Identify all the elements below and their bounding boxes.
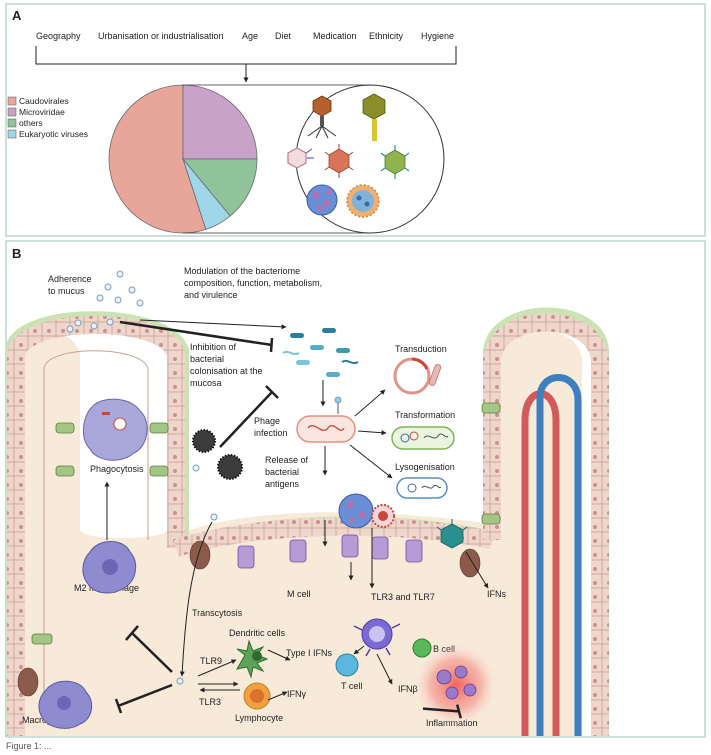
label-release-1: Release of [265,455,309,465]
label-modulation-2: composition, function, metabolism, [184,278,322,288]
dendritic-cell-icon [236,639,269,679]
vein [536,374,582,736]
label-dendritic-cells: Dendritic cells [229,628,286,638]
label-inhibition-4: mucosa [190,378,222,388]
adhering-phages-icon [66,270,144,333]
legend-swatch-eukaryotic [7,129,17,139]
t-cell-icon [335,653,359,677]
panel-a: A Geography Urbanisation or industrialis… [5,3,706,237]
label-phage-infection-1: Phage [254,416,280,426]
goblet-cells [31,402,501,645]
pie-slice-others [182,158,258,217]
tailed-phage-icon [307,95,337,139]
small-phage-icon [176,464,218,685]
lymphocyte-icon [243,682,271,710]
spiky-phage-icon [192,429,243,480]
label-type-i-ifns: Type I IFNs [286,648,333,658]
label-lymphocyte: Lymphocyte [235,713,283,723]
label-transformation: Transformation [395,410,455,420]
legend-swatch-others [7,118,17,128]
pie-slice-caudovirales [108,84,207,234]
m2-macrophage-icon [82,541,137,594]
label-tlr9: TLR9 [200,656,222,666]
virus-zoom-circle [287,84,445,234]
icosahedral-virus-icon [324,144,354,178]
legend-label-microviridae: Microviridae [19,107,65,117]
bacteria-cluster-icon [282,328,359,377]
figure-caption: Figure 1: ... [6,741,52,751]
label-tlr3-tlr7: TLR3 and TLR7 [371,592,435,602]
inflammation-cluster [414,643,498,727]
factor-labels: Geography Urbanisation or industrialisat… [36,31,454,41]
label-release-2: bacterial [265,467,299,477]
label-phage-infection-2: infection [254,428,288,438]
microviridae-icon [287,147,314,169]
label-inhibition-3: colonisation at the [190,366,263,376]
inhibition-lines [114,320,462,719]
dendritic-cell-pdc-icon [353,618,401,657]
label-ifn-beta: IFNβ [398,684,418,694]
factor-urbanisation: Urbanisation or industrialisation [98,31,224,41]
teal-virus-icon [436,519,468,549]
pie-legend: Caudovirales Microviridae others Eukaryo… [7,96,88,139]
blue-virus-icon [338,493,374,529]
panel-a-letter: A [12,8,22,23]
legend-label-others: others [19,118,43,128]
label-inhibition-1: Inhibition of [190,342,237,352]
infected-bacterium-icon [296,396,356,443]
transformation-icon [391,426,455,450]
label-modulation-1: Modulation of the bacteriome [184,266,300,276]
label-release-3: antigens [265,479,300,489]
label-m-cell: M cell [287,589,311,599]
green-virus-icon [380,145,410,179]
label-phagocytosis: Phagocytosis [90,464,144,474]
factor-diet: Diet [275,31,292,41]
label-tlr3: TLR3 [199,697,221,707]
legend-label-caudovirales: Caudovirales [19,96,69,106]
spherical-virus-blue-icon [306,184,338,216]
label-modulation-3: and virulence [184,290,238,300]
factor-medication: Medication [313,31,357,41]
label-ifns-right: IFNs [487,589,506,599]
lysogenisation-icon [396,477,448,499]
label-transcytosis: Transcytosis [192,608,243,618]
factor-age: Age [242,31,258,41]
pie-slice-microviridae [182,84,258,160]
paneth-cells [17,540,481,697]
legend-swatch-microviridae [7,107,17,117]
arrows [104,319,489,701]
panel-b-letter: B [12,246,21,261]
phagocytic-macrophage-icon [83,398,148,461]
panel-b: B [4,240,706,738]
factor-ethnicity: Ethnicity [369,31,404,41]
legend-label-eukaryotic: Eukaryotic viruses [19,129,88,139]
label-inhibition-2: bacterial [190,354,224,364]
factor-geography: Geography [36,31,81,41]
transduction-icon [393,357,442,395]
legend-swatch-caudovirales [7,96,17,106]
pie-slice-eukaryotic [182,158,231,230]
b-cell-icon [412,638,432,658]
label-adherence-2: to mucus [48,286,85,296]
label-transduction: Transduction [395,344,447,354]
m-cells [237,534,423,569]
right-villus-epithelium [483,313,609,736]
factor-hygiene: Hygiene [421,31,454,41]
filamentous-phage-icon [362,93,386,141]
label-lysogenisation: Lysogenisation [395,462,455,472]
red-virus-icon [371,504,395,528]
left-villus-inner [43,350,149,700]
label-t-cell: T cell [341,681,362,691]
pie-chart [108,84,258,234]
label-adherence-1: Adherence [48,274,92,284]
macrophage-icon [38,680,93,729]
spherical-virus-orange-icon [346,184,380,218]
label-ifn-gamma: IFNγ [287,689,306,699]
